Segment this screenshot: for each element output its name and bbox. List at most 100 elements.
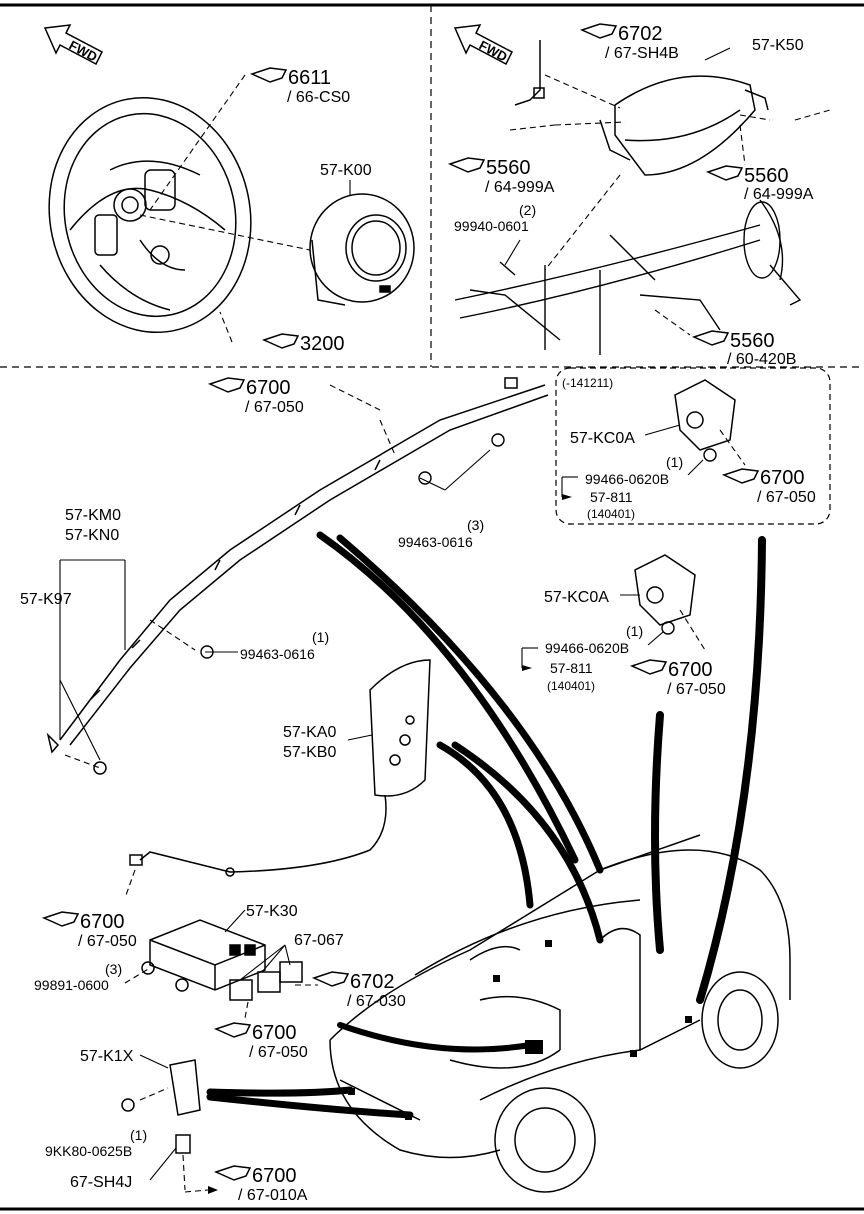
pointer-hand-icon [721,468,760,484]
ref-3200[interactable]: 3200 [261,333,345,355]
pointer-hand-icon [691,330,730,346]
part-label: 67-SH4J [70,1174,132,1191]
location-callout-bands [206,531,766,1119]
ref-number: 5560 [730,330,775,352]
impact-sensor-illustration [674,379,736,451]
bolt-icon [491,433,505,447]
ref-number: 6702 [618,23,663,45]
part-label: 57-K50 [752,37,804,54]
vehicle-illustration [329,834,791,1193]
part-label: 57-811 [590,489,633,505]
part-label: 67-067 [294,932,344,949]
leader-lines [139,74,311,343]
ref-6700-box[interactable]: 6700 / 67-050 [721,467,816,506]
ref-6700-curtain[interactable]: 6700 / 67-050 [207,377,304,416]
driver-airbag-module-illustration [309,193,415,306]
ref-number: 6700 [80,911,125,933]
leader-line [504,239,521,266]
ref-number: 5560 [486,157,531,179]
pointer-hand-icon [213,1022,252,1038]
arrow-icon [208,1186,218,1194]
ref-subcode: / 67-010A [238,1187,308,1204]
part-label: 57-K1X [80,1048,134,1065]
part-qty: (3) [467,517,484,533]
ref-5560-dash[interactable]: 5560 / 60-420B [691,330,796,368]
ref-5560-right[interactable]: 5560 / 64-999A [705,165,814,203]
ref-6700-module[interactable]: 6700 / 67-050 [213,1022,308,1061]
ref-number: 6700 [252,1165,297,1187]
fwd-arrow-icon: FWD [453,24,513,66]
part-label: 57-K30 [246,903,298,920]
leader-lines [139,1087,209,1193]
ref-number: 6611 [288,67,331,89]
passenger-airbag-illustration [514,40,769,176]
pointer-hand-icon [629,659,668,675]
ref-subcode: / 60-420B [727,351,796,368]
part-label: 57-KN0 [65,527,119,544]
ref-6611[interactable]: 6611 / 66-CS0 [249,67,350,106]
ref-number: 6700 [668,659,713,681]
pointer-hand-icon [311,971,350,987]
arrow-icon [522,665,532,671]
ref-subcode: / 67-SH4B [605,45,679,62]
frame [0,3,864,1211]
bolt-icon [200,645,214,659]
part-qty: (1) [130,1127,147,1143]
part-label: 57-KC0A [544,589,609,606]
bracket-lines [347,734,373,741]
leader-lines [64,384,396,769]
pointer-hand-icon [249,67,288,83]
part-label: 57-KA0 [283,724,336,741]
pointer-hand-icon [41,911,80,927]
steering-wheel-illustration [48,96,252,334]
ref-6700-harness[interactable]: 6700 / 67-050 [41,911,137,950]
part-label: 57-KB0 [283,744,336,761]
part-qty: (3) [105,961,122,977]
curtain-airbag-illustration [46,377,549,775]
impact-sensor-illustration [634,554,696,626]
ref-number: 5560 [744,165,789,187]
part-label: 57-KM0 [65,507,121,524]
variant-box [555,367,831,525]
ref-subcode: / 67-050 [249,1044,308,1061]
side-airbag-illustration [129,659,431,877]
pointer-hand-icon [705,165,744,181]
part-qty: (1) [626,623,643,639]
ref-number: 6700 [760,467,805,489]
ref-subcode: / 67-030 [347,993,406,1010]
pointer-hand-icon [447,157,486,173]
bracket-lines [521,424,704,668]
ref-5560-left[interactable]: 5560 / 64-999A [447,157,555,196]
ref-number: 3200 [300,333,345,355]
bolt-icon [418,471,432,485]
leader-lines [679,429,746,651]
part-label: 57-811 [550,660,593,676]
fwd-label: FWD [477,37,510,64]
part-date: (140401) [587,507,635,521]
pointer-hand-icon [579,23,618,39]
ref-subcode: / 66-CS0 [287,89,350,106]
part-label: 99466-0620B [585,471,669,487]
control-module-illustration [141,919,303,1001]
part-label: 99891-0600 [34,977,109,993]
ref-6702-030[interactable]: 6702 / 67-030 [311,971,406,1010]
variant-date: (-141211) [562,376,613,390]
ref-subcode: / 67-050 [757,489,816,506]
bracket-lines [224,909,291,981]
part-label: 9KK80-0625B [45,1143,132,1159]
leader-line [139,1054,169,1069]
part-qty: (2) [519,202,536,218]
ref-6700-sensor[interactable]: 6700 / 67-050 [629,659,726,698]
pointer-hand-icon [207,377,246,393]
dashboard-frame-illustration [454,199,802,355]
ref-6702-sh4b[interactable]: 6702 / 67-SH4B [579,23,679,62]
part-qty: (1) [666,454,683,470]
part-date: (140401) [547,679,595,693]
pointer-hand-icon [213,1165,252,1181]
arrow-icon [562,494,572,500]
ref-6700-010a[interactable]: 6700 / 67-010A [208,1165,308,1204]
part-label: 99940-0601 [454,218,529,234]
front-sensor-illustration [121,1059,201,1154]
part-labels: 57-K00 57-K50 (2) 99940-0601 57-KM0 57-K… [20,37,804,1191]
